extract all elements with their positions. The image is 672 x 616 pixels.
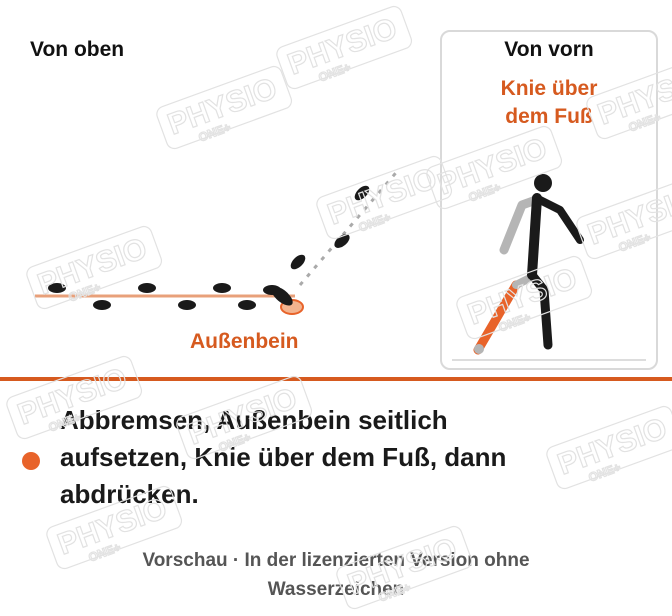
hip-link — [512, 274, 534, 289]
direction-dotted-line — [298, 167, 402, 286]
preview-footer: Vorschau · In der lizenzierten Version o… — [40, 546, 632, 604]
footprint — [238, 300, 256, 310]
footprint — [290, 254, 306, 270]
front-arm — [536, 196, 584, 244]
instruction-text: Abbremsen, Außenbein seitlich aufsetzen,… — [60, 405, 507, 509]
outer-leg — [473, 280, 521, 355]
outer-foot-marker — [474, 344, 484, 354]
head — [534, 174, 552, 192]
torso — [527, 193, 542, 280]
footprint — [213, 283, 231, 293]
outer-foot — [271, 286, 293, 306]
knee-over-foot-note: Knie über dem Fuß — [440, 75, 658, 131]
view-front-title: Von vorn — [504, 38, 594, 61]
footprint — [178, 300, 196, 310]
inner-leg — [527, 270, 553, 350]
knee-note-line-2: dem Fuß — [505, 105, 593, 128]
instruction-bullet — [22, 452, 40, 470]
view-top-title: Von oben — [30, 38, 125, 61]
outer-leg-label: Außenbein — [190, 330, 299, 353]
section-divider — [0, 377, 672, 381]
footer-line-2: Wasserzeichen — [267, 579, 405, 600]
footer-line-1: Vorschau · In der lizenzierten Version o… — [142, 550, 530, 571]
knee-note-line-1: Knie über — [500, 77, 598, 100]
